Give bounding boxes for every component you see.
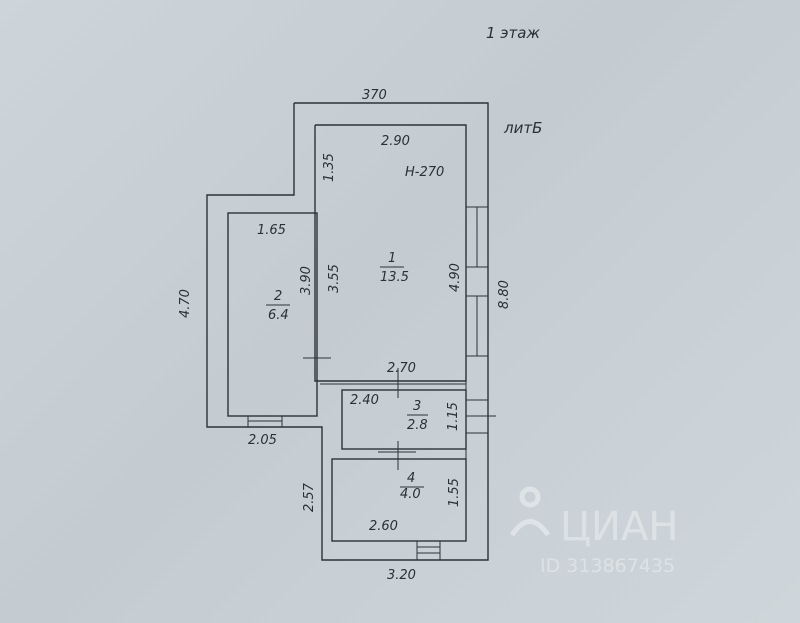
dim-room2-width: 1.65: [257, 223, 286, 238]
dim-room4-height: 1.55: [447, 478, 462, 507]
watermark-brand: ЦИАН: [560, 504, 678, 550]
doors: [303, 345, 416, 470]
dim-room1-top-segment: 1.35: [322, 153, 337, 182]
room2-number: 2: [274, 289, 282, 304]
room3-area: 2.8: [407, 418, 428, 433]
building-label: литБ: [503, 119, 542, 137]
dim-room3-width: 2.40: [350, 393, 379, 408]
room1-area: 13.5: [380, 270, 409, 285]
dim-top-outer-width: 370: [362, 88, 387, 103]
dim-room1-right-height: 4.90: [448, 263, 463, 292]
cian-watermark: ЦИАН ID 313867435: [509, 486, 678, 577]
room4-outline: [331, 458, 467, 542]
floor-title: 1 этаж: [486, 24, 540, 42]
dim-left-outer-height: 4.70: [178, 289, 193, 318]
dim-room1-bottom-width: 2.70: [387, 361, 416, 376]
room4-area: 4.0: [400, 487, 421, 502]
area-fraction-lines: [266, 266, 428, 488]
dim-lower-left-height: 2.57: [302, 482, 317, 512]
outer-walls: [206, 102, 489, 561]
room2-area: 6.4: [268, 308, 289, 323]
dim-right-outer-height: 8.80: [497, 280, 512, 309]
entrance-door: [416, 540, 441, 561]
windows: [247, 206, 496, 561]
dim-bottom-outer-width: 3.20: [387, 568, 416, 583]
dim-room2-height: 3.90: [299, 266, 314, 295]
room1-number: 1: [388, 251, 396, 266]
cian-logo-icon: [509, 486, 551, 537]
dim-room2-bottom-width: 2.05: [248, 433, 277, 448]
dim-room1-left-height: 3.55: [327, 264, 342, 293]
room3-number: 3: [413, 399, 421, 414]
dim-room1-width: 2.90: [381, 134, 410, 149]
ceiling-height: Н-270: [405, 165, 444, 180]
watermark-id: ID 313867435: [540, 555, 675, 577]
room4-number: 4: [407, 471, 415, 486]
dim-room3-height: 1.15: [446, 402, 461, 431]
dim-room4-width: 2.60: [369, 519, 398, 534]
outer-wall-outline: [206, 102, 489, 561]
